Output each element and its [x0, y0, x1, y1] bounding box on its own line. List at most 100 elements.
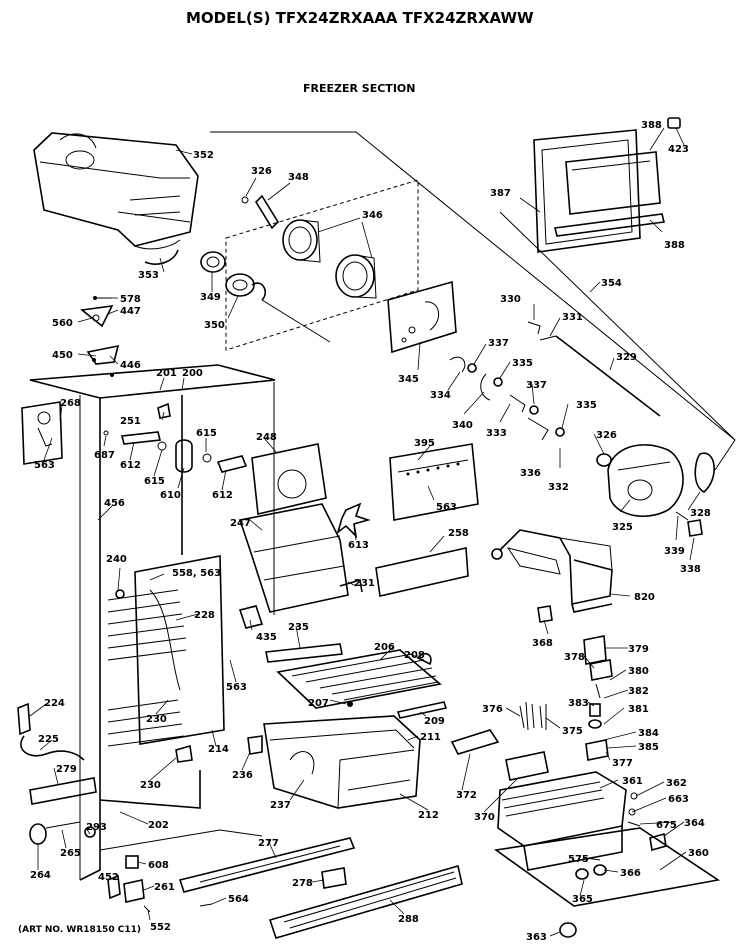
part-label: 379 [628, 644, 649, 655]
wire-shelf [276, 649, 442, 709]
screw-575 [585, 857, 601, 861]
part-label: 346 [362, 210, 383, 221]
part-label: 340 [452, 420, 473, 431]
part-label: 450 [52, 350, 73, 361]
part-label: 395 [414, 438, 435, 449]
part-label: 326 [596, 430, 617, 441]
part-label: 230 [146, 714, 167, 725]
part-label: 214 [208, 744, 229, 755]
screw-362 [630, 792, 638, 800]
part-label: 240 [106, 554, 127, 565]
part-label: 338 [680, 564, 701, 575]
part-label: 362 [666, 778, 687, 789]
part-label: 578 [120, 294, 141, 305]
part-label: 564 [228, 894, 249, 905]
part-label: 224 [44, 698, 65, 709]
bracket-384 [585, 739, 609, 761]
assembly-guide-line [210, 131, 736, 441]
mounting-plate-360 [493, 827, 721, 907]
part-label: 337 [488, 338, 509, 349]
freezer-basket [263, 715, 421, 809]
part-label: 608 [148, 860, 169, 871]
spring-381 [588, 719, 602, 729]
part-label: 268 [60, 398, 81, 409]
roller-264 [29, 823, 47, 845]
connector-610 [175, 439, 193, 473]
relay-370 [505, 751, 549, 781]
part-label: 563 [34, 460, 55, 471]
actuator-rod [555, 335, 661, 417]
part-label: 326 [251, 166, 272, 177]
part-label: 363 [526, 932, 547, 943]
bracket-364 [649, 832, 667, 852]
part-label: 349 [200, 292, 221, 303]
dispenser-door-assembly [533, 117, 681, 253]
part-label: 202 [148, 820, 169, 831]
part-label: 230 [140, 780, 161, 791]
heater-224 [17, 702, 31, 736]
motor-clip [254, 194, 280, 230]
section-title: FREEZER SECTION [303, 82, 415, 95]
part-label: 354 [601, 278, 622, 289]
evaporator-coil [107, 555, 225, 747]
part-label: 335 [576, 400, 597, 411]
bracket-612 [216, 455, 248, 473]
part-label: 388 [664, 240, 685, 251]
ice-crusher-drum [335, 254, 377, 299]
part-label: 377 [612, 758, 633, 769]
leveler-363 [559, 922, 577, 938]
part-label: 251 [120, 416, 141, 427]
part-label: 382 [628, 686, 649, 697]
auger-motor [596, 444, 684, 518]
part-label: 383 [568, 698, 589, 709]
part-label: 435 [256, 632, 277, 643]
part-label: 235 [288, 622, 309, 633]
part-label: 380 [628, 666, 649, 677]
bracket-612 [121, 431, 161, 445]
evaporator-fan-housing [238, 443, 349, 613]
part-label: 345 [398, 374, 419, 385]
part-label: 381 [628, 704, 649, 715]
part-label: 613 [348, 540, 369, 551]
pin-380 [595, 683, 601, 699]
ice-crusher-drum [282, 219, 321, 263]
part-label: 558, 563 [172, 568, 221, 579]
part-label: 200 [182, 368, 203, 379]
part-label: 336 [520, 468, 541, 479]
part-label: 331 [562, 312, 583, 323]
bracket-278 [321, 867, 347, 889]
part-label: 237 [270, 800, 291, 811]
part-label: 348 [288, 172, 309, 183]
part-label: 207 [308, 698, 329, 709]
part-label: 615 [196, 428, 217, 439]
switch-housing [21, 401, 63, 465]
part-label: 385 [638, 742, 659, 753]
part-label: 325 [612, 522, 633, 533]
part-label: 265 [60, 848, 81, 859]
hinge-261 [123, 879, 145, 903]
part-label: 335 [512, 358, 533, 369]
part-label: 228 [194, 610, 215, 621]
bottom-rail [178, 837, 356, 893]
grommet-615 [202, 453, 212, 463]
part-label: 339 [664, 546, 685, 557]
nut-293 [84, 826, 96, 838]
part-label: 332 [548, 482, 569, 493]
switch-378 [589, 659, 613, 681]
part-label: 361 [622, 776, 643, 787]
part-label: 334 [430, 390, 451, 401]
part-label: 236 [232, 770, 253, 781]
part-label: 456 [104, 498, 125, 509]
fan-blade [336, 502, 371, 539]
part-label: 288 [398, 914, 419, 925]
drain-tube-225 [20, 735, 85, 761]
part-label: 278 [292, 878, 313, 889]
part-label: 372 [456, 790, 477, 801]
part-label: 384 [638, 728, 659, 739]
part-label: 370 [474, 812, 495, 823]
toe-grille [268, 864, 463, 939]
ice-chute-spring [144, 249, 179, 265]
part-label: 353 [138, 270, 159, 281]
